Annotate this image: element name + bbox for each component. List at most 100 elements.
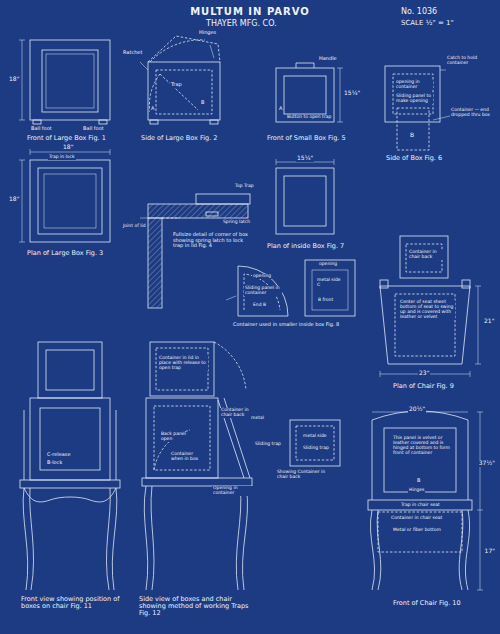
fig2-large-box-side-stroke [156,70,212,114]
fig1-large-box-front-stroke [19,40,25,41]
drawing-label: Button to open trap [286,115,332,120]
fig11-chair-front-with-boxes-stroke [24,488,116,502]
fig10-chair-front-stroke [459,510,469,590]
fig3-large-box-plan [19,149,110,242]
fig8-container-stroke [238,266,288,316]
fig12-chair-side-with-boxes-stroke [144,486,154,590]
fig1-large-box-front-stroke [30,40,110,120]
drawing-label: A [150,106,155,112]
fig2-large-box-side-stroke [149,74,160,112]
drawing-label: metal side [302,434,328,439]
drawing-label: Catch to hold container [446,56,496,66]
fig5-small-box-front-stroke [296,63,314,68]
drawing-label: Plan of Chair Fig. 9 [392,383,455,390]
drawing-label: Center of seat sheet bottom of seat to s… [399,300,455,320]
fig6-box-side [385,66,450,150]
drawing-label: opening [252,274,272,279]
fig12-chair-side-with-boxes-stroke [290,420,340,466]
drawing-label: Front of Chair Fig. 10 [392,600,462,607]
drawing-label: Front view showing position of boxes on … [20,596,132,610]
drawing-label: 37½" [478,460,496,467]
fig7-inside-box-plan [276,159,334,234]
fig3-large-box-plan-stroke [19,242,25,243]
fig11-chair-front-with-boxes [20,342,120,590]
drawing-label: Showing Container in chair back [276,470,338,480]
fig3-large-box-plan-stroke [19,160,25,161]
fig10-chair-front-stroke [372,420,373,500]
drawing-label: 18" [8,76,20,83]
drawing-label: Trap in chair seat [400,503,441,508]
drawing-label: 17" [484,548,496,555]
fig1-large-box-front-stroke [19,120,25,121]
drawing-label: 21" [483,318,495,325]
fig5-small-box-front-stroke [340,68,341,122]
fig11-chair-front-with-boxes-stroke [38,342,102,398]
fig5-small-box-front-stroke [284,76,326,114]
fig3-large-box-plan-stroke [30,160,110,242]
fig4-corner-detail-stroke [140,218,148,219]
drawing-label: opening in container [395,80,433,90]
fig12-chair-side-with-boxes-stroke [236,486,247,590]
drawing-label: Top Trap [234,184,255,189]
drawing-label: 15¼" [343,90,361,97]
fig6-box-side-stroke [397,108,429,150]
fig12-chair-side-with-boxes-stroke [154,406,210,470]
drawing-label: Plan of inside Box Fig. 7 [266,243,345,250]
fig5-small-box-front-stroke [337,122,343,123]
fig10-chair-front [368,411,483,590]
drawing-label: Trap [170,82,183,88]
fig8-container-stroke [312,270,348,310]
fig11-chair-front-with-boxes-stroke [20,480,120,488]
drawing-label: Sliding panel in container [244,286,282,296]
drawing-label: Back panel open [160,432,194,442]
drawing-label: Opening in container [212,486,258,496]
drawing-label: B [409,132,415,139]
fig8-container [226,260,355,316]
fig1-large-box-front-stroke [99,120,107,124]
drawing-label: Side of Large Box Fig. 2 [140,135,218,142]
fig9-chair-plan-stroke [478,286,479,364]
drawing-label: Side view of boxes and chair showing met… [138,596,260,617]
fig11-chair-front-with-boxes-stroke [106,488,116,590]
drawing-label: 18" [62,144,74,151]
fig4-corner-detail-stroke [206,212,218,216]
fig9-chair-plan-stroke [395,294,455,356]
fig9-chair-plan-stroke [380,280,388,288]
fig2-large-box-side [140,36,220,124]
drawing-label: opening [318,262,338,267]
fig4-corner-detail-stroke [162,218,180,219]
fig11-chair-front-with-boxes-stroke [116,410,117,480]
fig9-chair-plan-stroke [475,286,481,287]
drawing-label: SCALE ½" = 1" [400,20,455,28]
fig3-large-box-plan-stroke [44,174,96,228]
fig2-large-box-side-stroke [160,74,198,110]
drawing-label: Trap in lock [48,155,76,160]
fig5-small-box-front-stroke [276,68,334,122]
drawing-label: 15¼" [296,155,314,162]
fig10-chair-front-stroke [477,590,483,591]
fig2-large-box-side-stroke [150,40,205,62]
drawing-label: Sliding trap [254,442,282,447]
drawing-label: Container when in box [170,452,206,462]
fig11-chair-front-with-boxes-stroke [23,488,33,590]
drawing-label: Handle [318,56,338,62]
fig8-container-stroke [305,260,355,316]
fig2-large-box-side-stroke [148,62,220,120]
fig3-large-box-plan-stroke [38,168,102,234]
fig4-corner-detail [140,194,250,308]
drawing-label: B front [317,298,334,303]
fig11-chair-front-with-boxes-stroke [30,398,110,480]
fig9-chair-plan-stroke [470,371,471,377]
fig2-large-box-side-stroke [210,120,218,124]
drawing-label: B [200,100,205,106]
fig3-large-box-plan-stroke [110,149,111,155]
fig5-small-box-front-stroke [337,68,343,69]
drawing-label: Ratchet [122,50,143,56]
fig3-large-box-plan-stroke [30,152,110,153]
drawing-label: Side of Box Fig. 6 [385,155,443,162]
drawing-label: Ball foot [82,126,105,132]
fig10-chair-front-stroke [477,412,483,413]
drawing-label: Container — end dropped thru box [450,108,496,118]
fig11-chair-front-with-boxes-stroke [46,350,94,390]
fig6-box-side-stroke [440,70,446,71]
